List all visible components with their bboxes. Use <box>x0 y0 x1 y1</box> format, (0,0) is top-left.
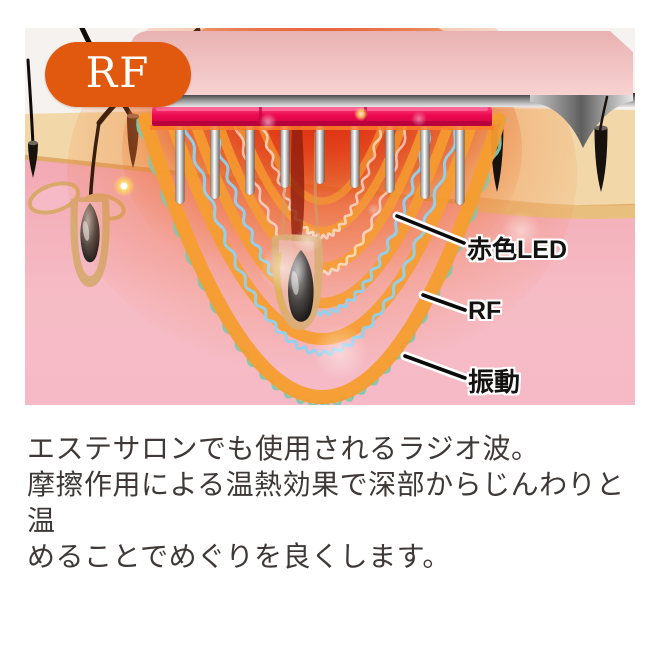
led-strip-seam <box>259 107 262 125</box>
annotation-rf: RF <box>468 297 502 325</box>
embedded-hair <box>594 128 608 192</box>
hair <box>598 95 609 133</box>
rf-badge: RF <box>45 42 191 107</box>
rf-badge-label: RF <box>85 48 151 97</box>
embedded-hair <box>28 143 38 178</box>
red-led-wave <box>138 113 506 404</box>
beauty-device <box>131 31 635 148</box>
description-line: 摩擦作用による温熱効果で深部からじんわりと温 <box>27 469 625 536</box>
light-effects <box>113 107 541 380</box>
electrode-pins <box>175 122 465 206</box>
electrode-pin <box>420 122 430 200</box>
rf-wave <box>208 118 435 317</box>
electrode-pin <box>350 122 360 189</box>
device-metal-tip <box>530 95 633 148</box>
device-body <box>131 31 633 95</box>
electrode-pin <box>210 122 220 200</box>
electrode-pin <box>175 122 185 205</box>
led-strip-highlight <box>156 107 488 111</box>
red-led-wave <box>234 115 410 236</box>
annotation-red-led: 赤色LED <box>467 236 568 264</box>
sparkle <box>354 107 368 121</box>
electrode-pin <box>455 122 465 206</box>
description-text: エステサロンでも使用されるラジオ波。 摩擦作用による温熱効果で深部からじんわりと… <box>27 431 639 575</box>
hair-shaft <box>290 126 305 257</box>
electrode-pin <box>245 122 255 196</box>
description-line: めることでめぐりを良くします。 <box>27 541 451 572</box>
sparkle-core <box>120 182 128 190</box>
description-line: エステサロンでも使用されるラジオ波。 <box>27 433 540 464</box>
electrode-pin <box>385 122 395 194</box>
led-glow-line <box>150 125 494 130</box>
electrode-pin <box>280 122 290 189</box>
red-led-wave <box>255 116 389 205</box>
device-metal-base <box>131 93 635 107</box>
electrode-pin <box>315 122 325 185</box>
led-strip-edge <box>152 121 492 126</box>
annotation-vibration: 振動 <box>468 367 521 397</box>
hair-top <box>28 140 38 146</box>
annotation-pointer-lines <box>392 211 470 383</box>
